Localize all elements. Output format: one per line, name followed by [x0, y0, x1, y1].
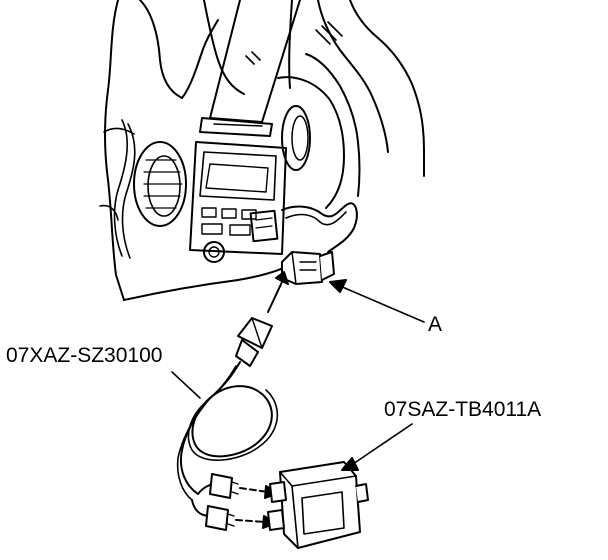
center-console: [133, 105, 311, 263]
callout-unit-part-number: 07SAZ-TB4011A: [384, 398, 542, 421]
connection-arrow: [267, 271, 289, 313]
leader-unit: [341, 423, 413, 471]
steering-column: [199, 0, 301, 137]
callout-harness-part-number: 07XAZ-SZ30100: [6, 344, 163, 367]
leader-a: [329, 279, 425, 323]
dashboard-outline: [99, 0, 425, 301]
accessory-harness: [176, 317, 279, 531]
vehicle-harness: [249, 202, 358, 253]
module-unit: [267, 461, 369, 549]
connector-a: [281, 251, 335, 285]
leader-harness: [171, 371, 201, 399]
callout-a: A: [428, 313, 443, 336]
